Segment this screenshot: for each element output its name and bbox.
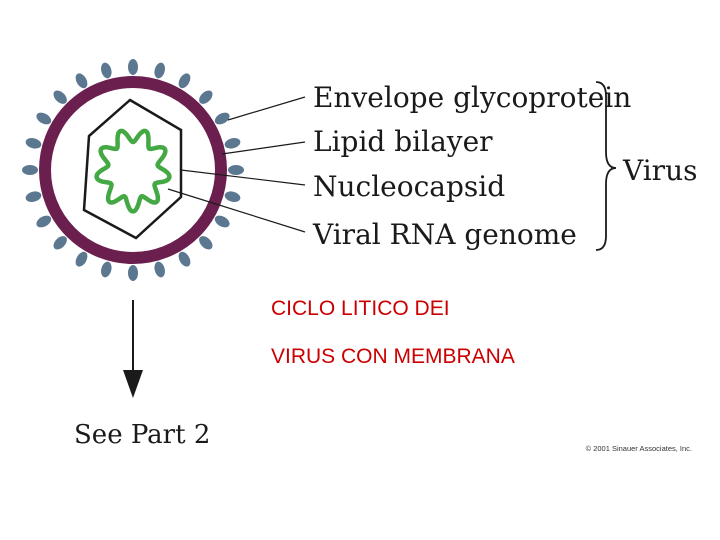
glycoprotein-spike <box>25 138 42 149</box>
arrow-down-icon <box>123 370 143 398</box>
leader-line-lipid-bilayer <box>221 141 306 155</box>
glycoprotein-spike <box>224 138 241 149</box>
glycoprotein-spike <box>228 165 244 175</box>
glycoprotein-spike <box>22 165 38 175</box>
glycoprotein-spike <box>36 215 52 228</box>
leader-line-nucleocapsid <box>180 169 306 186</box>
label-nucleocapsid: Nucleocapsid <box>313 170 505 203</box>
glycoprotein-spike <box>101 261 112 278</box>
lipid-bilayer-membrane <box>39 76 227 264</box>
glycoprotein-spike <box>214 215 230 228</box>
glycoprotein-spike <box>101 62 112 79</box>
viral-rna-genome-strand <box>94 128 172 214</box>
glycoprotein-spike <box>25 191 42 202</box>
envelope-glycoprotein-spikes <box>22 59 244 281</box>
glycoprotein-spike <box>53 236 67 250</box>
glycoprotein-spike <box>199 90 213 104</box>
glycoprotein-spike <box>154 261 165 278</box>
label-lipid-bilayer: Lipid bilayer <box>313 125 493 158</box>
glycoprotein-spike <box>214 112 230 125</box>
glycoprotein-spike <box>75 251 88 267</box>
glycoprotein-spike <box>128 59 138 75</box>
glycoprotein-spike <box>224 191 241 202</box>
glycoprotein-spike <box>199 236 213 250</box>
glycoprotein-spike <box>75 73 88 89</box>
leader-line-envelope-glycoprotein <box>227 96 306 121</box>
label-envelope-glycoprotein: Envelope glycoprotein <box>313 81 631 114</box>
glycoprotein-spike <box>154 62 165 79</box>
see-part-2-label: See Part 2 <box>74 420 210 450</box>
glycoprotein-spike <box>178 73 191 89</box>
glycoprotein-spike <box>53 90 67 104</box>
label-virus: Virus <box>622 154 697 187</box>
copyright-credit: © 2001 Sinauer Associates, Inc. <box>586 444 692 453</box>
glycoprotein-spike <box>36 112 52 125</box>
glycoprotein-spike <box>178 251 191 267</box>
caption-line-2: VIRUS CON MEMBRANA <box>271 345 515 368</box>
caption-line-1: CICLO LITICO DEI <box>271 297 450 320</box>
glycoprotein-spike <box>128 265 138 281</box>
leader-line-viral-rna-genome <box>167 188 306 233</box>
label-viral-rna-genome: Viral RNA genome <box>312 218 577 251</box>
virus-bracket <box>595 81 617 251</box>
